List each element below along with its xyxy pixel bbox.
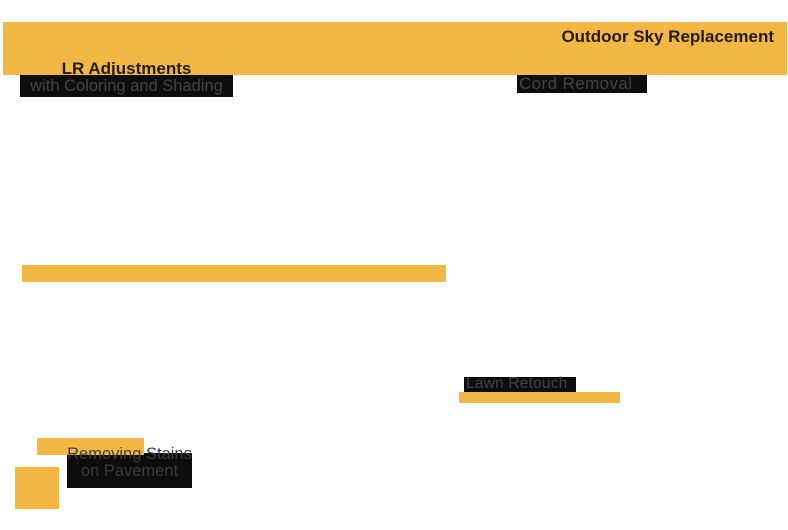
tile-lr-adjustments-line1[interactable]: LR Adjustments <box>61 59 192 78</box>
middle-decorative-bar <box>22 265 446 282</box>
tile-removing-stains[interactable]: Removing Stains on Pavement <box>67 446 192 480</box>
tile-lawn-retouch[interactable]: Lawn Retouch <box>466 375 568 392</box>
cord-removal-highlight-box <box>517 74 647 93</box>
lawn-retouch-underline-bar <box>459 392 620 403</box>
bottom-left-square <box>15 467 59 509</box>
tile-outdoor-sky-replacement[interactable]: Outdoor Sky Replacement <box>561 27 774 46</box>
tile-cord-removal[interactable]: Cord Removal <box>519 74 633 93</box>
lawn-retouch-highlight-box <box>464 377 576 392</box>
top-banner-bar <box>3 22 787 75</box>
tile-lr-adjustments-line2[interactable]: with Coloring and Shading <box>30 77 223 95</box>
stains-highlight-box <box>67 453 192 488</box>
stains-decorative-bar <box>37 438 144 455</box>
tile-removing-stains-line2: on Pavement <box>80 462 179 480</box>
tile-removing-stains-line1: Removing Stains <box>67 445 192 463</box>
